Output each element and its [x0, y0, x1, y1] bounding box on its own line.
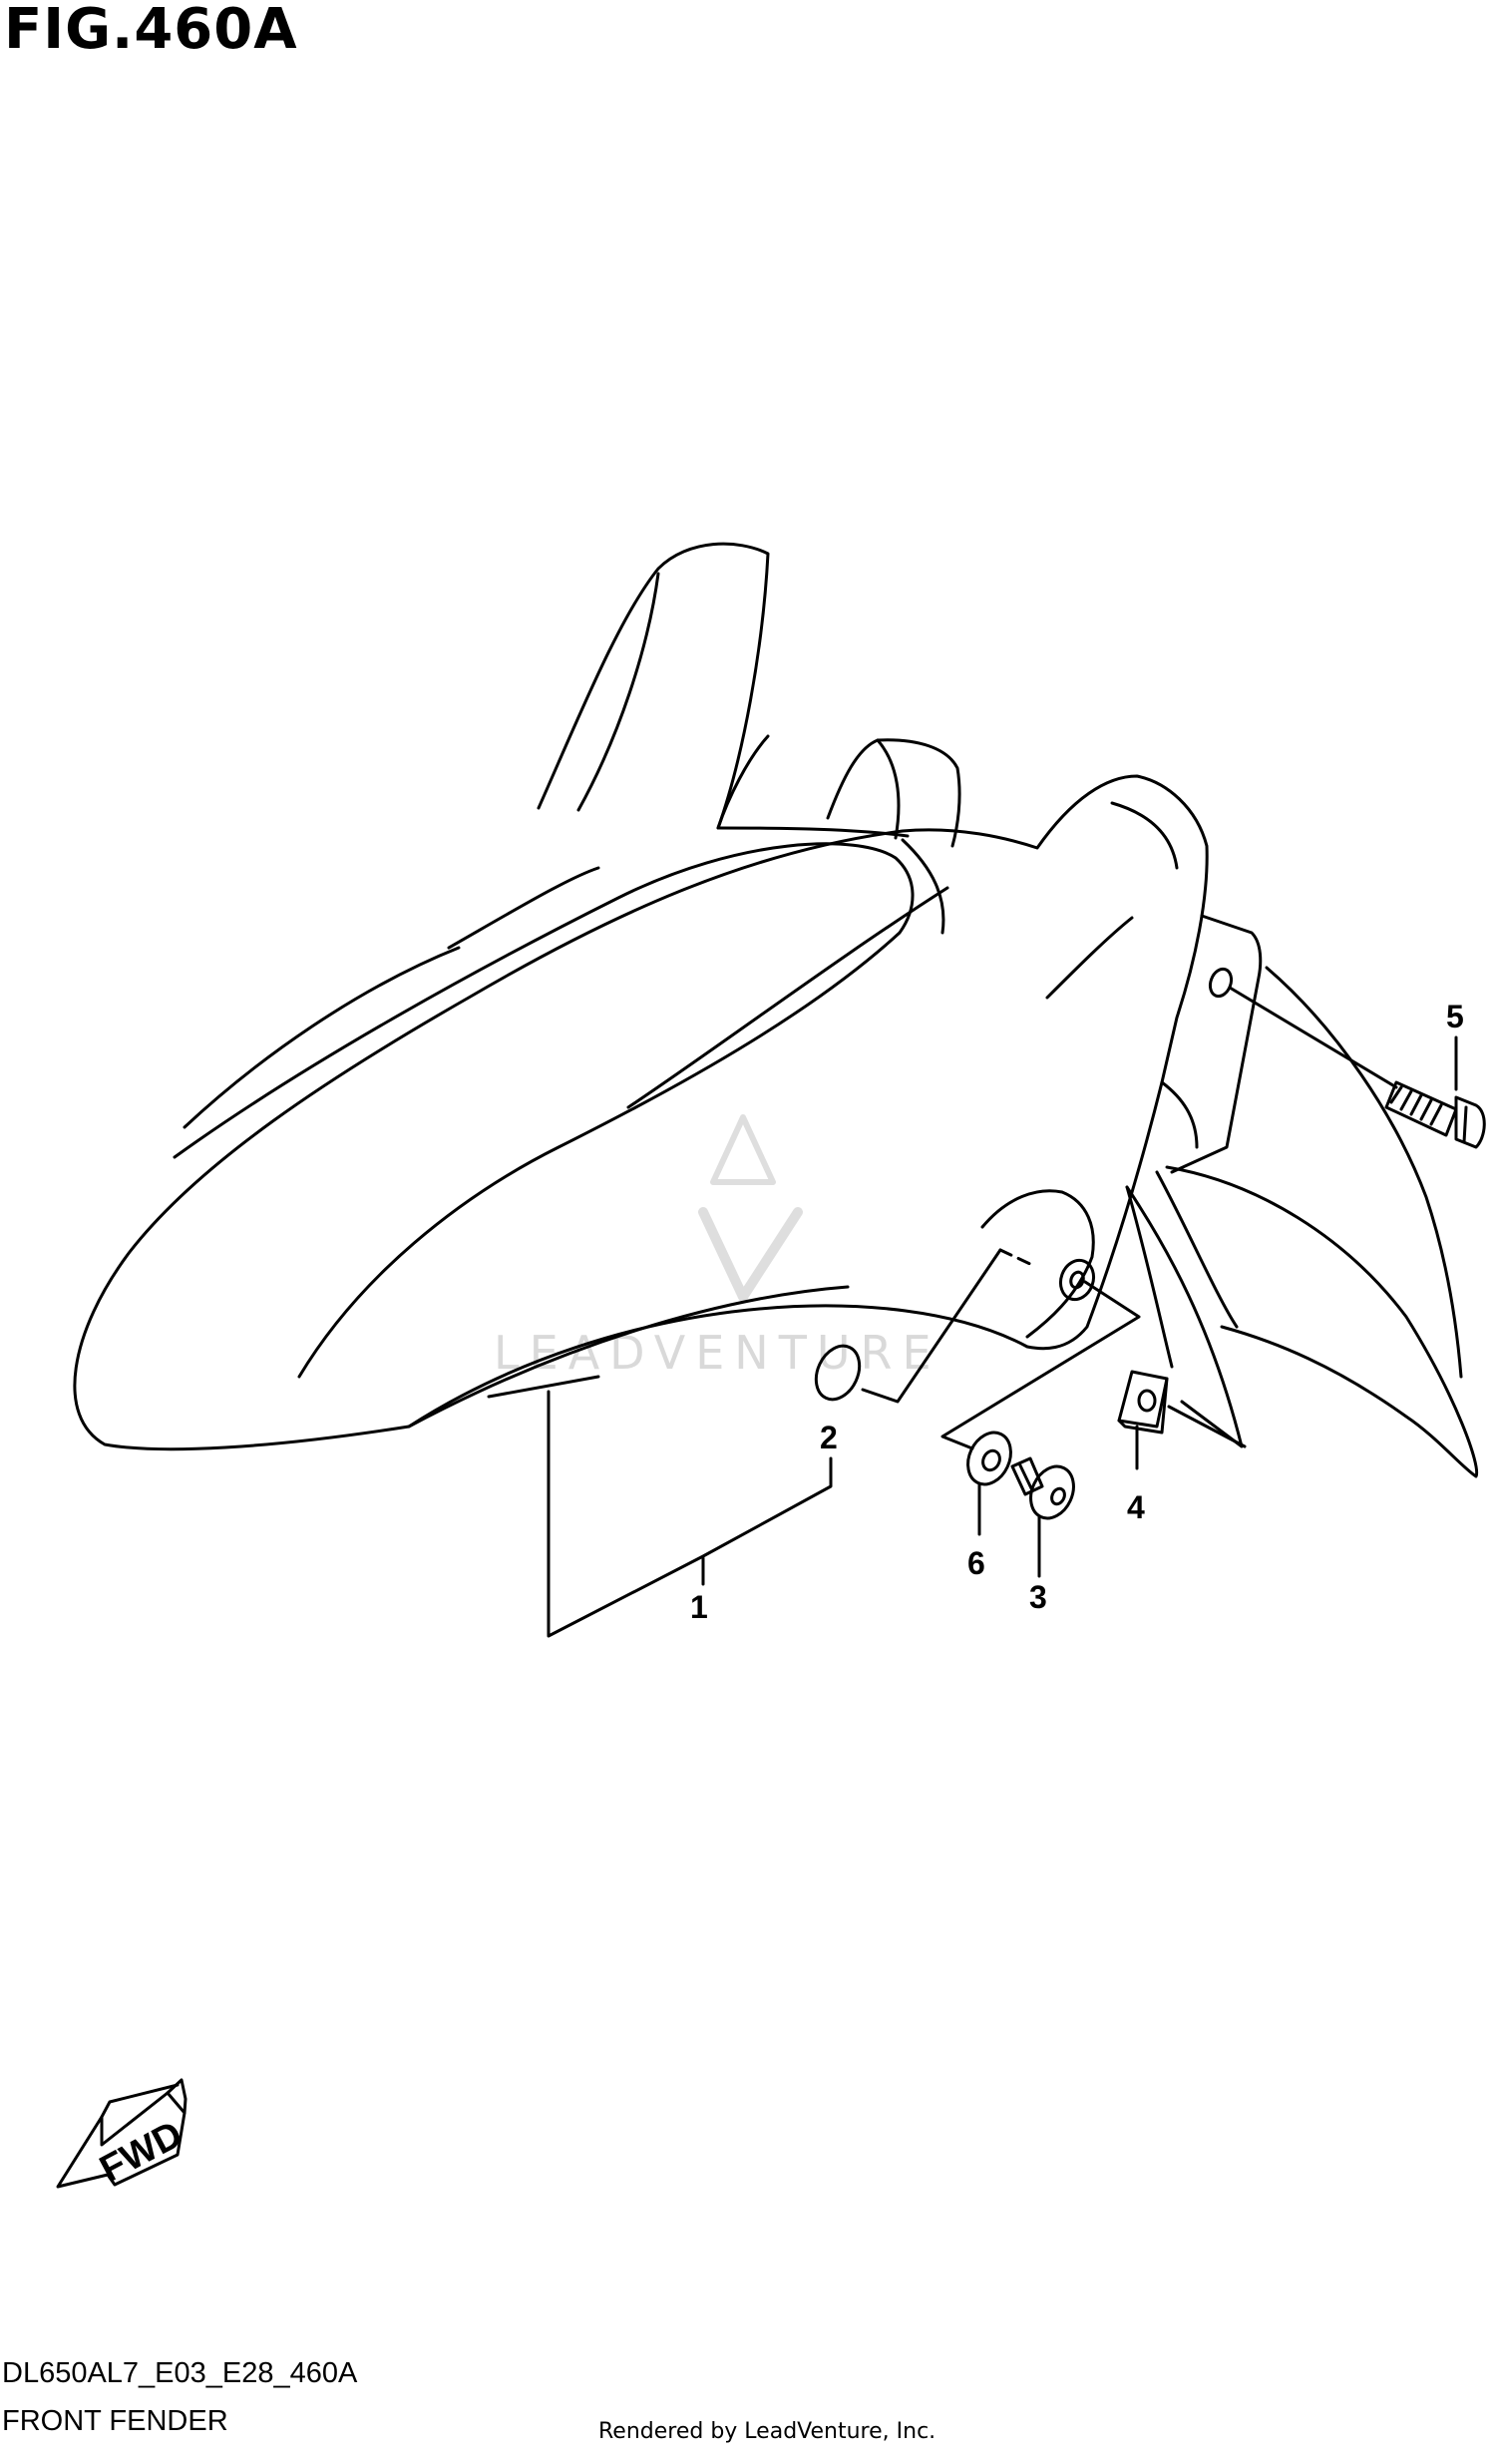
callout-1: 1 [690, 1589, 708, 1625]
bolt-part-5 [1384, 1080, 1486, 1149]
callout-4: 4 [1127, 1489, 1145, 1525]
screw-part-3 [1010, 1456, 1075, 1520]
callout-5: 5 [1446, 999, 1464, 1034]
washer-part-2 [814, 1344, 862, 1402]
front-fender-part [73, 542, 1479, 1478]
callout-6: 6 [967, 1545, 985, 1581]
forward-direction-arrow [56, 2078, 187, 2189]
callout-2: 2 [820, 1420, 838, 1455]
render-credit: Rendered by LeadVenture, Inc. [598, 2419, 936, 2444]
fwd-label: FWD [94, 2113, 189, 2191]
washer-part-6 [966, 1431, 1012, 1486]
diagram-code: DL650AL7_E03_E28_460A [2, 2357, 358, 2389]
callout-3: 3 [1029, 1579, 1047, 1615]
leader-lines [547, 986, 1458, 1638]
watermark: LEADVENTURE [494, 1114, 932, 1380]
figure-title: FIG.460A [4, 0, 298, 62]
diagram-name: FRONT FENDER [2, 2405, 228, 2437]
clip-nut-part-4 [1117, 1370, 1169, 1435]
